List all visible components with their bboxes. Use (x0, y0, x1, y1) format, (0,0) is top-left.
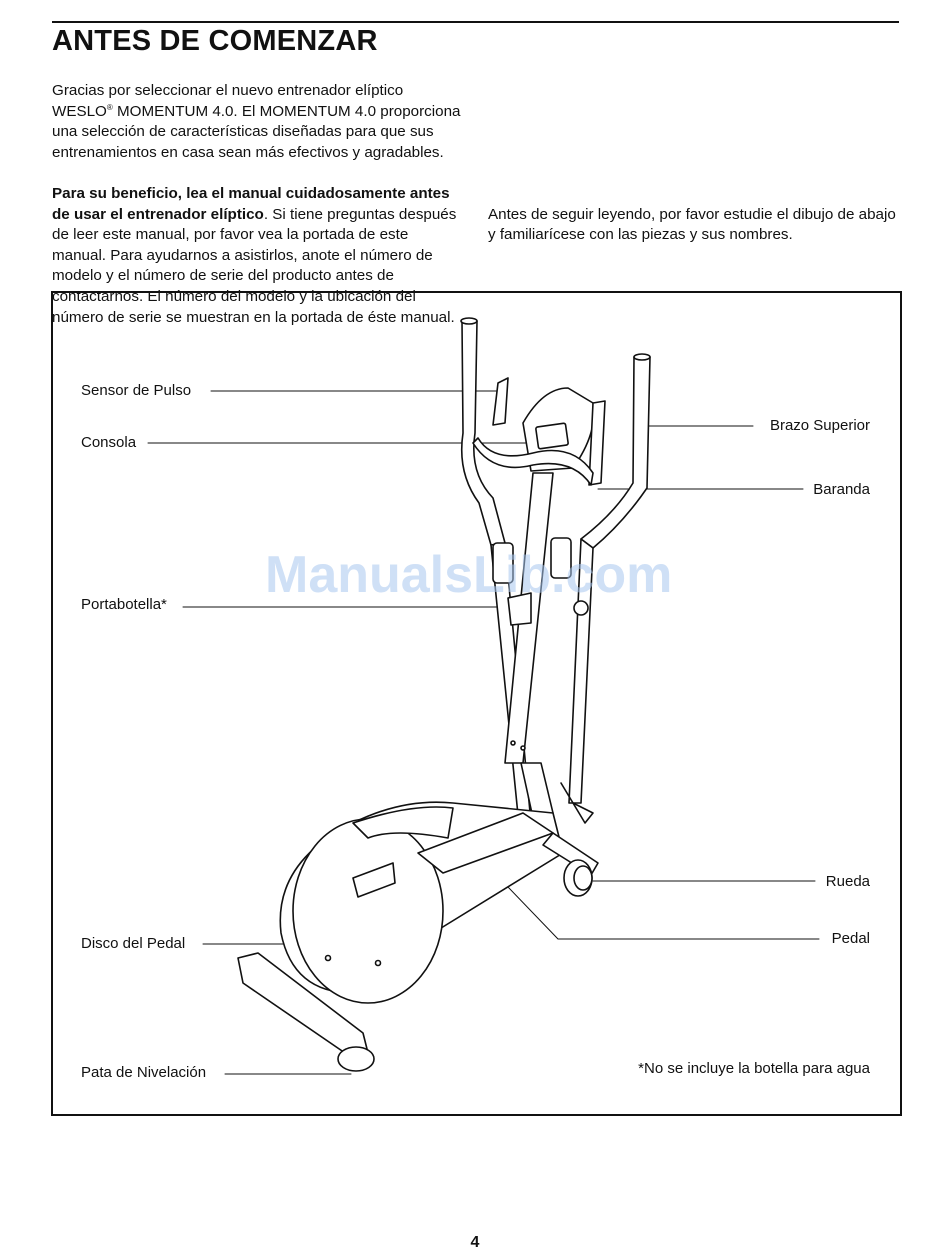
label-wheel: Rueda (825, 873, 870, 890)
figure-footnote: *No se incluye la botella para agua (638, 1060, 870, 1077)
intro-column-left: Gracias por seleccionar el nuevo entrena… (52, 81, 462, 349)
intro-column-right: Antes de seguir leyendo, por favor estud… (488, 81, 898, 266)
elliptical-trainer-illustration (147, 317, 820, 1075)
label-bottle-holder: Portabotella* (81, 596, 167, 613)
intro-paragraph-2: Para su beneficio, lea el manual cuidado… (52, 184, 457, 326)
intro-paragraph-1: Gracias por seleccionar el nuevo entrena… (52, 82, 461, 161)
label-upper-arm: Brazo Superior (769, 417, 870, 434)
label-console: Consola (81, 434, 137, 451)
parts-figure: Sensor de Pulso Consola Portabotella* Di… (51, 291, 902, 1116)
registered-mark: ® (106, 102, 113, 112)
intro-paragraph-3: Antes de seguir leyendo, por favor estud… (488, 205, 896, 244)
label-handrail: Baranda (813, 481, 870, 498)
label-pedal: Pedal (831, 930, 870, 947)
top-rule (52, 21, 899, 23)
page-number: 4 (470, 1234, 480, 1251)
label-pedal-disc: Disco del Pedal (81, 935, 186, 952)
watermark: ManualsLib.com (265, 546, 673, 604)
intro-emphasis: Para su beneficio, lea el manual cuidado… (52, 184, 450, 223)
label-pulse-sensor: Sensor de Pulso (81, 382, 192, 399)
page-title: ANTES DE COMENZAR (52, 25, 378, 57)
label-leveling-foot: Pata de Nivelación (81, 1064, 207, 1081)
frame (237, 317, 651, 1072)
